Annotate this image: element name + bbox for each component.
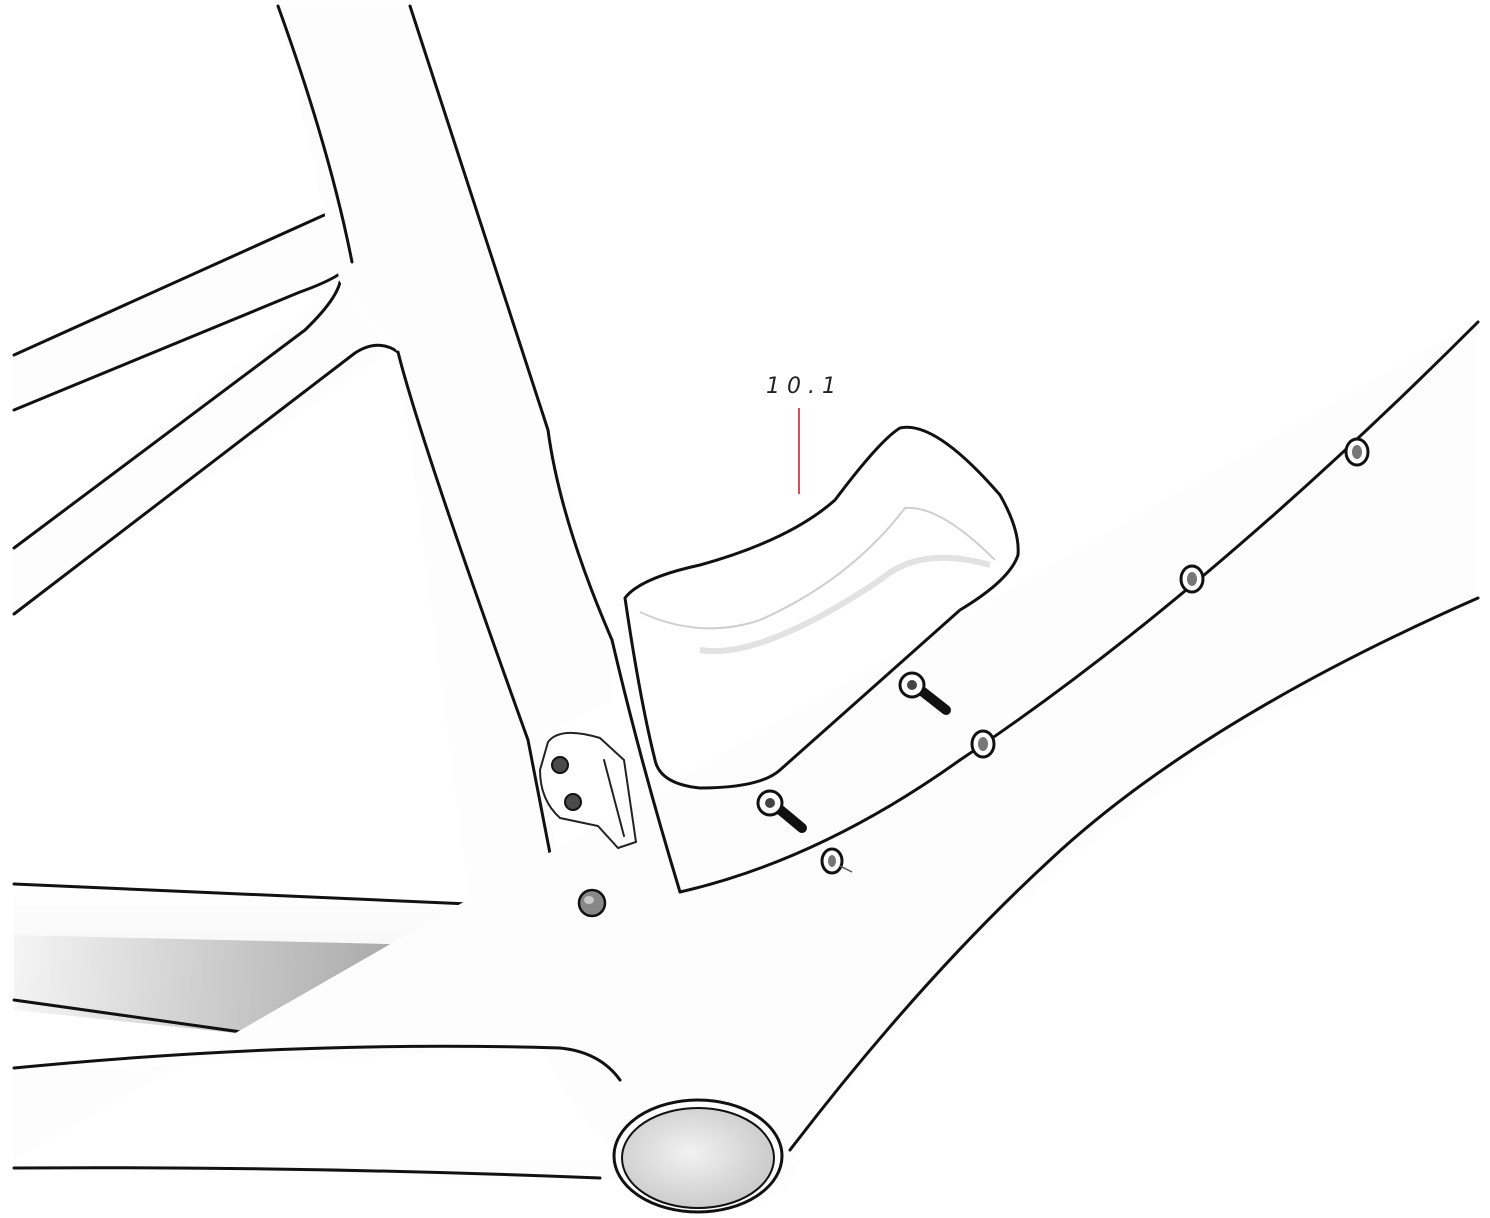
mount-hole-icon <box>1179 564 1205 594</box>
seat-tube-bolt <box>577 888 607 918</box>
accessory-mount-part <box>623 425 1020 790</box>
mount-holes <box>820 437 1370 875</box>
seat-stays <box>12 205 400 616</box>
down-tube <box>12 320 1480 1212</box>
bottom-bracket-shell <box>612 1098 784 1214</box>
derailleur-hanger <box>539 731 637 849</box>
mount-hole-icon <box>1344 437 1370 467</box>
seat-tube <box>276 4 614 907</box>
mount-hole-icon <box>970 729 996 759</box>
mount-hole-icon <box>820 847 853 875</box>
callout-label: 10.1 <box>766 374 843 399</box>
bolt-upper <box>898 671 951 715</box>
callout-10-1: 10.1 <box>766 374 843 494</box>
bolt-lower <box>756 789 807 833</box>
